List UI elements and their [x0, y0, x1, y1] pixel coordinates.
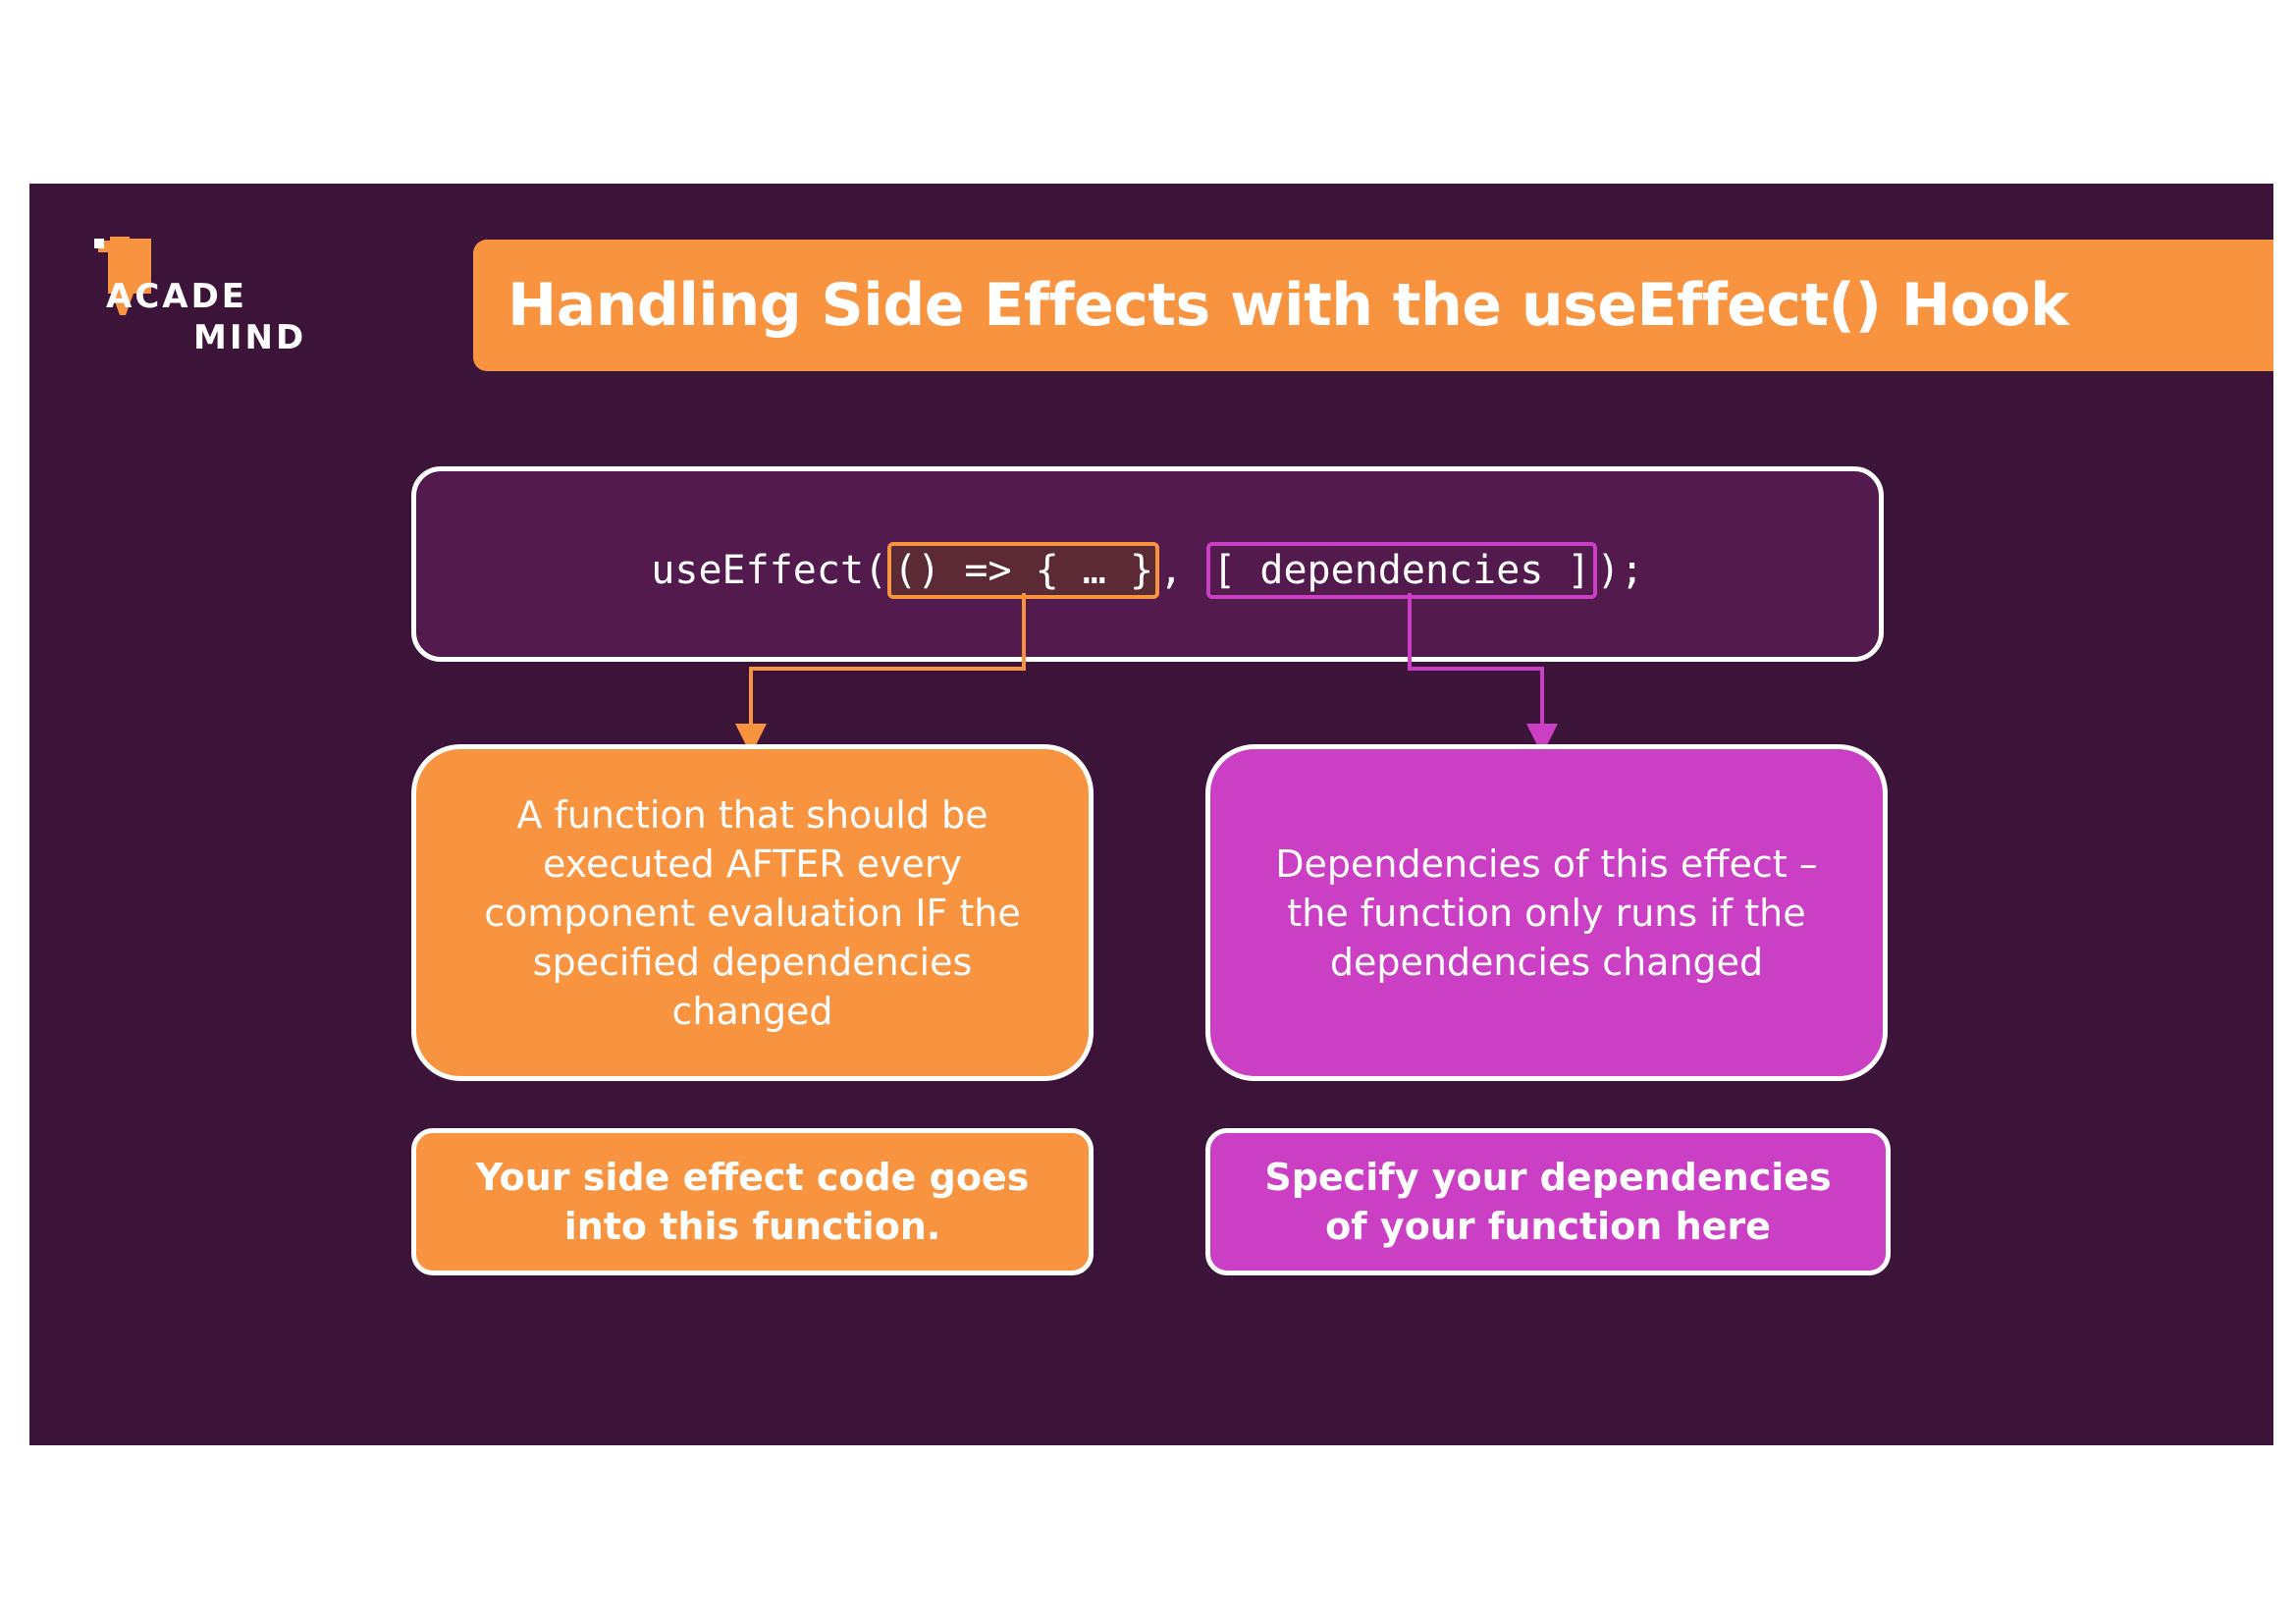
effect-description-box: A function that should be executed AFTER… — [411, 744, 1094, 1081]
dependencies-description-box: Dependencies of this effect – the functi… — [1205, 744, 1888, 1081]
code-prefix: useEffect( — [651, 548, 888, 593]
logo-text-line1: ACADE — [106, 277, 248, 316]
effect-note-text: Your side effect code goes into this fun… — [475, 1156, 1030, 1248]
code-function-highlight: () => { … } — [887, 542, 1160, 599]
code-separator: , — [1159, 548, 1207, 593]
code-dependencies-highlight: [ dependencies ] — [1206, 542, 1597, 599]
logo-text-line2: MIND — [193, 318, 307, 357]
connector-arrows — [735, 593, 1558, 755]
dependencies-description-text: Dependencies of this effect – the functi… — [1275, 841, 1818, 984]
slide: ACADE MIND Handling Side Effects with th… — [29, 184, 2273, 1445]
academind-logo: ACADE MIND — [90, 237, 326, 374]
title-bar: Handling Side Effects with the useEffect… — [473, 240, 2273, 371]
effect-description-text: A function that should be executed AFTER… — [484, 792, 1021, 1033]
code-line: useEffect(() => { … }, [ dependencies ])… — [416, 542, 1879, 599]
code-suffix: ); — [1596, 548, 1644, 593]
function-connector-arrow — [735, 593, 1026, 755]
dependencies-connector-arrow — [1408, 593, 1558, 755]
dependencies-note-box: Specify your dependencies of your functi… — [1205, 1128, 1891, 1275]
dependencies-note-text: Specify your dependencies of your functi… — [1264, 1156, 1832, 1248]
code-box: useEffect(() => { … }, [ dependencies ])… — [411, 466, 1884, 662]
slide-title: Handling Side Effects with the useEffect… — [507, 271, 2069, 340]
effect-note-box: Your side effect code goes into this fun… — [411, 1128, 1094, 1275]
logo-mark-icon — [94, 237, 151, 315]
